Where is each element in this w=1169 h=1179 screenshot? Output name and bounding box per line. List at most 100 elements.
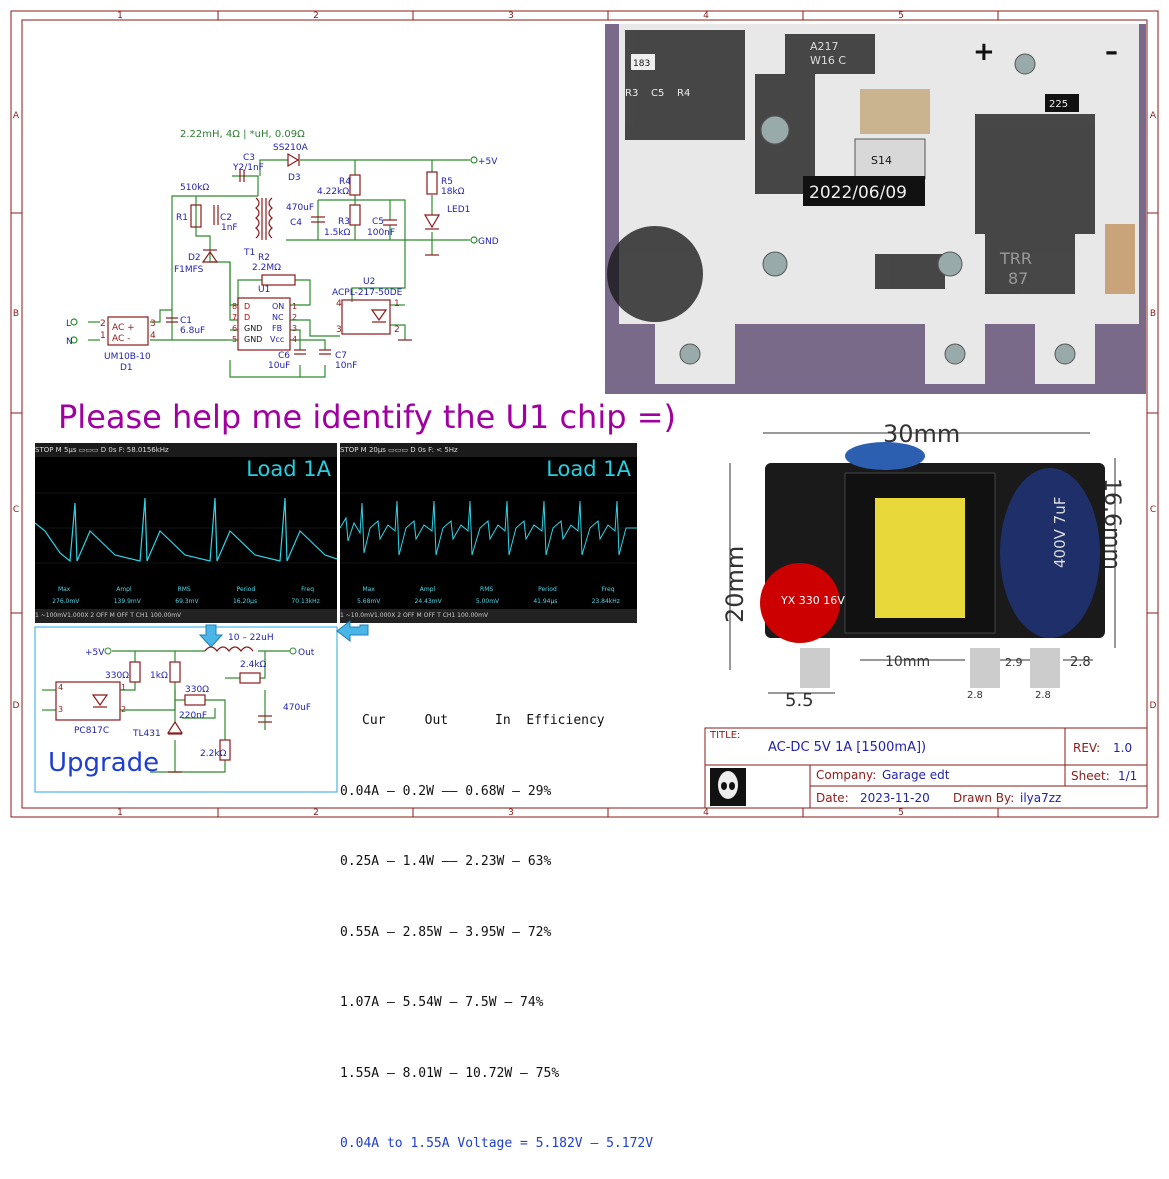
meas-label: RMS [177,586,191,593]
c7-val: 10nF [335,361,357,371]
meas-value: 24.43mV [414,598,442,605]
r3-ref: R3 [338,217,350,227]
r2-val: 2.2MΩ [252,263,281,273]
meas-value: 5.68mV [357,598,381,605]
drawn-value: ilya7zz [1020,791,1062,805]
upgrade-r-2k2: 2.2kΩ [200,749,227,759]
c5-ref: C5 [372,217,384,227]
col-label: 3 [508,808,514,818]
row-label: B [13,309,19,319]
r1-val: 510kΩ [180,183,209,193]
capacitor-marking: 400V 7uF [1051,497,1069,568]
dim-pin: 2.8 [967,690,983,701]
row-label: A [1150,111,1157,121]
d3-ref: D3 [288,173,301,183]
d2-ref: D2 [188,253,201,263]
d1-val: UM10B-10 [104,352,151,362]
d2-val: F1MFS [174,265,204,275]
meas-value: 23.84kHz [591,598,620,605]
upgrade-c-470u: 470uF [283,703,311,713]
scope-left: STOP M 5μs ▭▭▭ D 0s F: 58.0156kHz Load 1… [35,443,337,623]
t1-ref: T1 [243,248,255,258]
dimensions-photo: 30mm 20mm 16.6mm 10mm 5.5 2.9 2.8 2.8 2.… [705,408,1145,726]
upgrade-inductor: 10 – 22uH [228,633,274,643]
upgrade-ref: TL431 [132,729,161,739]
opto-pin-number: 2 [121,705,126,714]
silkscreen-text: S14 [871,154,892,167]
scope-top-bar: STOP M 5μs ▭▭▭ D 0s F: 58.0156kHz [35,443,337,457]
opto-pin-number: 1 [121,683,126,692]
d3-val: SS210A [273,143,309,153]
dim-pin: 2.8 [1070,655,1091,670]
date-value: 2023-11-20 [860,791,930,805]
scope-top-bar: STOP M 20μs ▭▭▭ D 0s F: < 5Hz [340,443,637,457]
c4-val: 470uF [286,203,314,213]
u1-pin-number: 8 [232,302,237,311]
c3-val: Y2/1nF [232,163,264,173]
net-l: L [66,319,71,329]
u2-pin-number: 2 [394,325,400,335]
scope-bottom-bar: 1 ~100mV1.000X 2 OFF M OFF T CH1 100.00m… [35,609,337,623]
efficiency-row: 0.04A – 0.2W —— 0.68W – 29% [340,783,552,799]
efficiency-row: 0.55A – 2.85W – 3.95W – 72% [340,924,552,940]
c2-val: 1nF [221,223,238,233]
opto-pin-number: 3 [58,705,63,714]
d1-pin-number: 4 [150,331,156,341]
meas-value: 16.20μs [232,598,258,605]
col-label: 4 [703,11,709,21]
upgrade-schematic: +5V Out 10 – 22uH 330Ω 1kΩ 330Ω 220nF 2.… [34,619,369,793]
col-label: 5 [898,11,904,21]
d1-pin-label: AC - [112,334,130,344]
r5-ref: R5 [441,177,453,187]
upgrade-opto: PC817C [74,726,109,736]
company-key: Company: [816,768,877,782]
silkscreen-text: R4 [677,88,690,99]
u1-pin-label: ON [272,302,284,311]
row-label: D [13,701,20,711]
efficiency-row: 1.07A – 5.54W – 7.5W – 74% [340,995,544,1010]
row-label: C [13,505,19,515]
capacitor-marking: YX 330 16V [780,594,845,607]
u1-pin-label: GND [244,324,262,333]
sheet-frame: 1 2 3 4 5 1 2 3 4 5 A B C D A B C D [10,10,1159,818]
row-label: B [1150,309,1156,319]
u1-pin-number: 4 [292,335,297,344]
col-label: 3 [508,11,514,21]
col-label: 1 [117,11,123,21]
dim-pin-offset: 5.5 [785,690,814,711]
meas-value: 70.13kHz [291,598,320,605]
silkscreen-text: A217 [810,40,839,53]
scope-load-label: Load 1A [246,457,331,481]
led1-ref: LED1 [447,205,470,215]
c6-val: 10uF [268,361,290,371]
dim-pin-pitch: 10mm [885,654,930,670]
transformer-note: 2.22mH, 4Ω | *uH, 0.09Ω [180,129,305,140]
upgrade-vplus: +5V [85,648,105,658]
silkscreen-text: R3 [625,88,638,99]
u1-pin-label: FB [272,324,282,333]
r5-val: 18kΩ [441,187,465,197]
dim-pin: 2.9 [1005,656,1023,669]
upgrade-r-330b: 330Ω [185,685,209,695]
u1-pin-label: GND [244,335,262,344]
upgrade-r-2k4: 2.4kΩ [240,660,267,670]
meas-value: 276.0mV [52,598,80,605]
silkscreen-text: 183 [633,59,650,69]
u1-pin-number: 2 [292,313,297,322]
silkscreen-text: W16 C [810,54,846,67]
silkscreen-text: TRR [999,249,1032,268]
upgrade-label: Upgrade [48,748,160,778]
u1-ref: U1 [258,285,270,295]
opto-pin-number: 4 [58,683,63,692]
upgrade-c-220n: 220nF [179,711,207,721]
dim-width: 30mm [883,420,960,448]
title-key: TITLE: [710,730,741,741]
u1-pin-label: D [244,302,250,311]
net-vout: +5V [478,157,498,167]
net-n: N [66,337,73,347]
dim-height: 20mm [721,546,749,623]
meas-value: 139.9mV [113,598,141,605]
headline: Please help me identify the U1 chip =) [58,398,676,436]
scope-right: STOP M 20μs ▭▭▭ D 0s F: < 5Hz Load 1A Ma… [340,443,637,623]
drawn-key: Drawn By: [953,791,1015,805]
